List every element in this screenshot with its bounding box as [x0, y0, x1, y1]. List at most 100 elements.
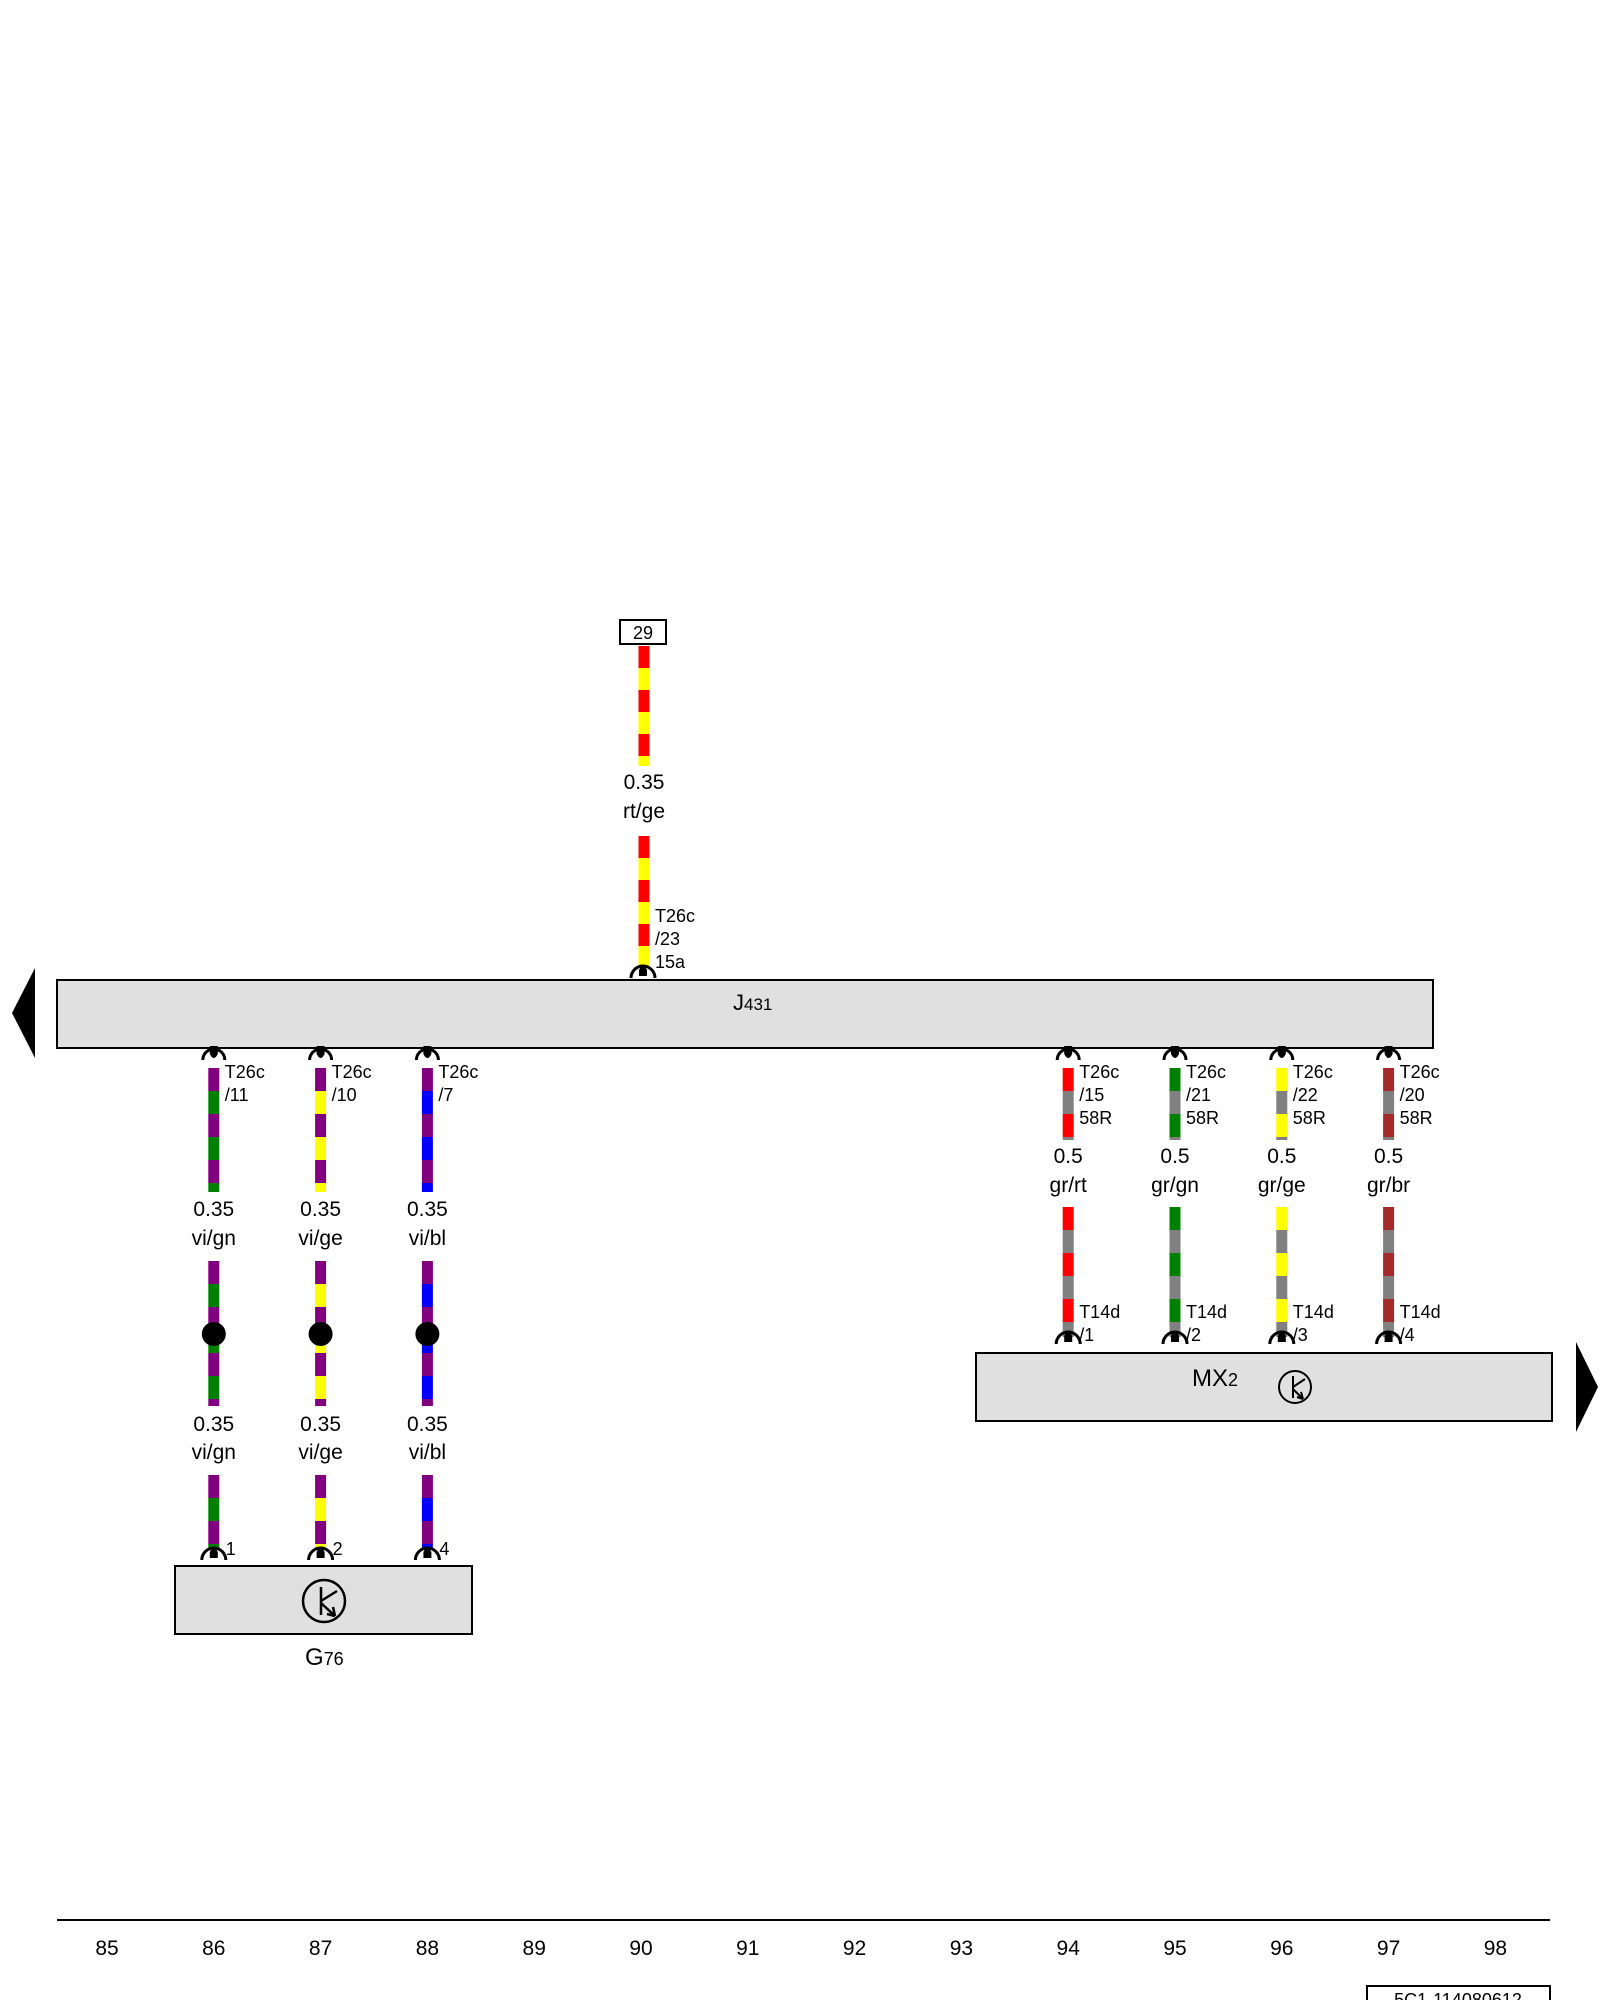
wire-stripe — [638, 858, 650, 880]
wire-size-label: 0.35 — [193, 1198, 234, 1221]
sensor-symbol-icon — [1278, 1370, 1312, 1404]
wire-stripe — [208, 1160, 220, 1183]
connector-pin-label: /21 — [1186, 1085, 1211, 1105]
wire-stripe — [1276, 1114, 1288, 1137]
splice-point[interactable] — [201, 1322, 226, 1346]
connector-t14d[interactable] — [1375, 1330, 1403, 1345]
wire-stripe — [315, 1183, 327, 1192]
connector-pin-label: /11 — [225, 1085, 249, 1105]
wire-stripe — [208, 1498, 220, 1521]
reference-box[interactable] — [619, 619, 667, 645]
connector-t26c[interactable] — [1269, 1046, 1295, 1061]
module-j431-box[interactable] — [56, 979, 1434, 1049]
wire-stripe — [208, 1183, 220, 1192]
connector-t14d[interactable] — [1054, 1330, 1082, 1345]
doc-code-box — [1366, 1985, 1551, 2000]
connector-pin[interactable] — [413, 1546, 441, 1561]
wire-stripe — [315, 1137, 327, 1160]
grid-number: 97 — [1377, 1937, 1400, 1960]
pin-number-label: 4 — [439, 1539, 449, 1559]
wire-stripe — [1062, 1299, 1074, 1322]
connector-t26c[interactable] — [414, 1046, 440, 1061]
wire-stripe — [1062, 1114, 1074, 1137]
wire-size-label: 0.35 — [624, 771, 665, 794]
connector-term-label: 58R — [1079, 1108, 1112, 1128]
wire-stripe — [638, 880, 650, 902]
wire-stripe — [1169, 1253, 1181, 1276]
connector-t26c[interactable] — [201, 1046, 227, 1061]
connector-t14d[interactable] — [1161, 1330, 1189, 1345]
wire-size-label: 0.35 — [407, 1198, 448, 1221]
wire-stripe — [638, 668, 650, 690]
wire-color-label: vi/ge — [298, 1441, 342, 1464]
connector-pin-label: /4 — [1400, 1325, 1415, 1345]
wire-stripe — [315, 1284, 327, 1307]
wire-stripe — [315, 1114, 327, 1137]
connector-t26c[interactable] — [1162, 1046, 1188, 1061]
wire-stripe — [315, 1399, 327, 1406]
wire-stripe — [1383, 1276, 1395, 1299]
wire-stripe — [1169, 1068, 1181, 1091]
wire-stripe — [1169, 1114, 1181, 1137]
connector-label: T26c — [438, 1062, 478, 1082]
grid-number: 92 — [843, 1937, 866, 1960]
connector-pin[interactable] — [200, 1546, 228, 1561]
wire-stripe — [208, 1475, 220, 1498]
wire-stripe — [421, 1475, 433, 1498]
wire-stripe — [421, 1399, 433, 1406]
wire-stripe — [1169, 1091, 1181, 1114]
connector-t26c-23[interactable] — [629, 964, 657, 979]
arrow-left-icon[interactable] — [12, 968, 35, 1058]
wire-stripe — [1169, 1299, 1181, 1322]
wire-stripe — [1169, 1207, 1181, 1230]
wire-stripe — [638, 734, 650, 756]
grid-number: 98 — [1484, 1937, 1507, 1960]
wire-stripe — [1276, 1299, 1288, 1322]
connector-label: T26c — [1079, 1062, 1119, 1082]
wire-stripe — [1383, 1207, 1395, 1230]
wire-rt-ge[interactable] — [638, 646, 650, 966]
connector-t26c[interactable] — [1055, 1046, 1081, 1061]
splice-point[interactable] — [308, 1322, 333, 1346]
wire-stripe — [421, 1261, 433, 1284]
connector-pin-label: /7 — [438, 1085, 453, 1105]
wire-stripe — [1383, 1230, 1395, 1253]
wire-stripe — [421, 1183, 433, 1192]
connector-t26c[interactable] — [1376, 1046, 1402, 1061]
wire-stripe — [1383, 1114, 1395, 1137]
connector-pin-label: /1 — [1079, 1325, 1094, 1345]
arrow-right-icon[interactable] — [1576, 1342, 1598, 1432]
wire-stripe — [421, 1498, 433, 1521]
wire-stripe — [208, 1307, 220, 1330]
connector-label: T26c — [1400, 1062, 1440, 1082]
reference-box-label: 29 — [633, 623, 653, 643]
connector-pin[interactable] — [307, 1546, 335, 1561]
wire-color-label: vi/ge — [298, 1227, 342, 1250]
module-mx2-box[interactable] — [975, 1352, 1553, 1422]
connector-pin-label: /22 — [1293, 1085, 1318, 1105]
splice-point[interactable] — [415, 1322, 440, 1346]
wire-color-label: vi/bl — [409, 1227, 446, 1250]
wire-stripe — [1383, 1253, 1395, 1276]
connector-t26c[interactable] — [308, 1046, 334, 1061]
connector-label: T26c — [1186, 1062, 1226, 1082]
connector-t14d[interactable] — [1268, 1330, 1296, 1345]
wire-stripe — [208, 1353, 220, 1376]
wire-size-label: 0.35 — [193, 1413, 234, 1436]
wire-stripe — [421, 1091, 433, 1114]
wire-stripe — [421, 1521, 433, 1544]
wire-stripe — [1169, 1137, 1181, 1140]
wire-stripe — [1383, 1091, 1395, 1114]
wire-stripe — [1383, 1299, 1395, 1322]
connector-term-label: 15a — [655, 952, 686, 972]
wire-size-label: 0.35 — [407, 1413, 448, 1436]
grid-number: 85 — [95, 1937, 118, 1960]
connector-term-label: 58R — [1293, 1108, 1326, 1128]
